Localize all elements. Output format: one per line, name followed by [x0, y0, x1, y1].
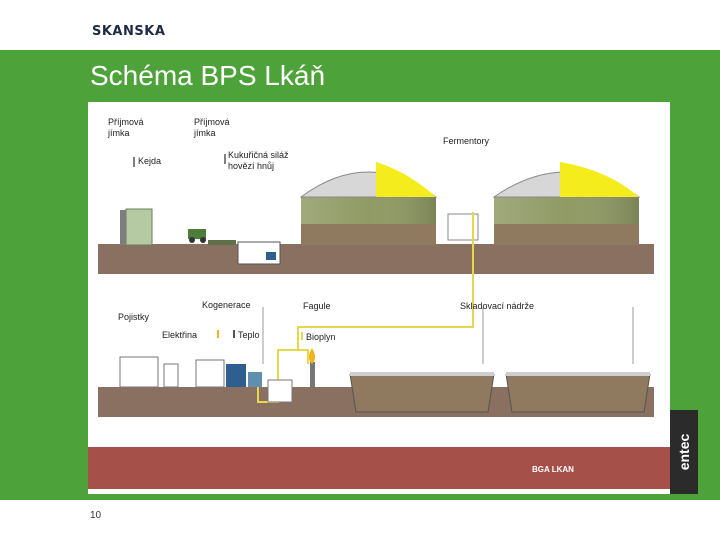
fermenter-left	[299, 162, 438, 245]
biogas-plant-diagram: BGA LKAN	[88, 102, 670, 494]
banner-label: BGA LKAN	[532, 465, 574, 474]
label-feed-line2: hovězí hnůj	[228, 161, 274, 171]
label-biogas: Bioplyn	[306, 332, 336, 342]
cogeneration-building	[195, 359, 225, 388]
label-receiving-pit-1-line1: Příjmová	[108, 117, 144, 127]
label-electricity: Elektřina	[162, 330, 197, 340]
entec-logo-text: entec	[676, 433, 692, 471]
label-slurry: Kejda	[138, 156, 161, 166]
skanska-logo: SKANSKA	[92, 24, 166, 39]
page-number: 10	[90, 510, 102, 521]
gas-unit	[267, 379, 293, 403]
flare-flame	[309, 348, 315, 364]
label-receiving-pit-2-line2: jímka	[193, 128, 216, 138]
storage-tank-left	[349, 373, 495, 413]
fermenter-right	[492, 162, 641, 245]
flare-stack	[310, 362, 315, 387]
label-flare: Fagule	[303, 301, 331, 311]
pit-ladder	[120, 210, 126, 245]
pump-icon	[266, 252, 276, 260]
cogeneration-engine	[226, 364, 246, 387]
upper-ground	[98, 244, 654, 274]
biogas-pipe	[257, 212, 474, 403]
label-heat: Teplo	[238, 330, 260, 340]
label-fermenters: Fermentory	[443, 136, 490, 146]
label-fuses: Pojistky	[118, 312, 150, 322]
diagram-background	[88, 102, 670, 494]
page-title: Schéma BPS Lkáň	[90, 60, 326, 91]
storage-tank-right	[505, 373, 651, 413]
label-feed-line1: Kukuřičná siláž	[228, 150, 289, 160]
entec-side-logo: entec	[670, 410, 698, 494]
receiving-pit-tank	[125, 208, 153, 246]
electric-station	[119, 356, 159, 388]
tractor-icon	[188, 229, 206, 239]
footer-banner	[88, 447, 670, 489]
diagram-svg: BGA LKAN	[88, 102, 670, 494]
feed-pile	[208, 240, 236, 245]
label-receiving-pit-1-line2: jímka	[107, 128, 130, 138]
label-storage-tanks: Skladovací nádrže	[460, 301, 534, 311]
label-cogeneration: Kogenerace	[202, 300, 251, 310]
label-receiving-pit-2-line1: Příjmová	[194, 117, 230, 127]
fermenter-connector	[447, 213, 479, 241]
